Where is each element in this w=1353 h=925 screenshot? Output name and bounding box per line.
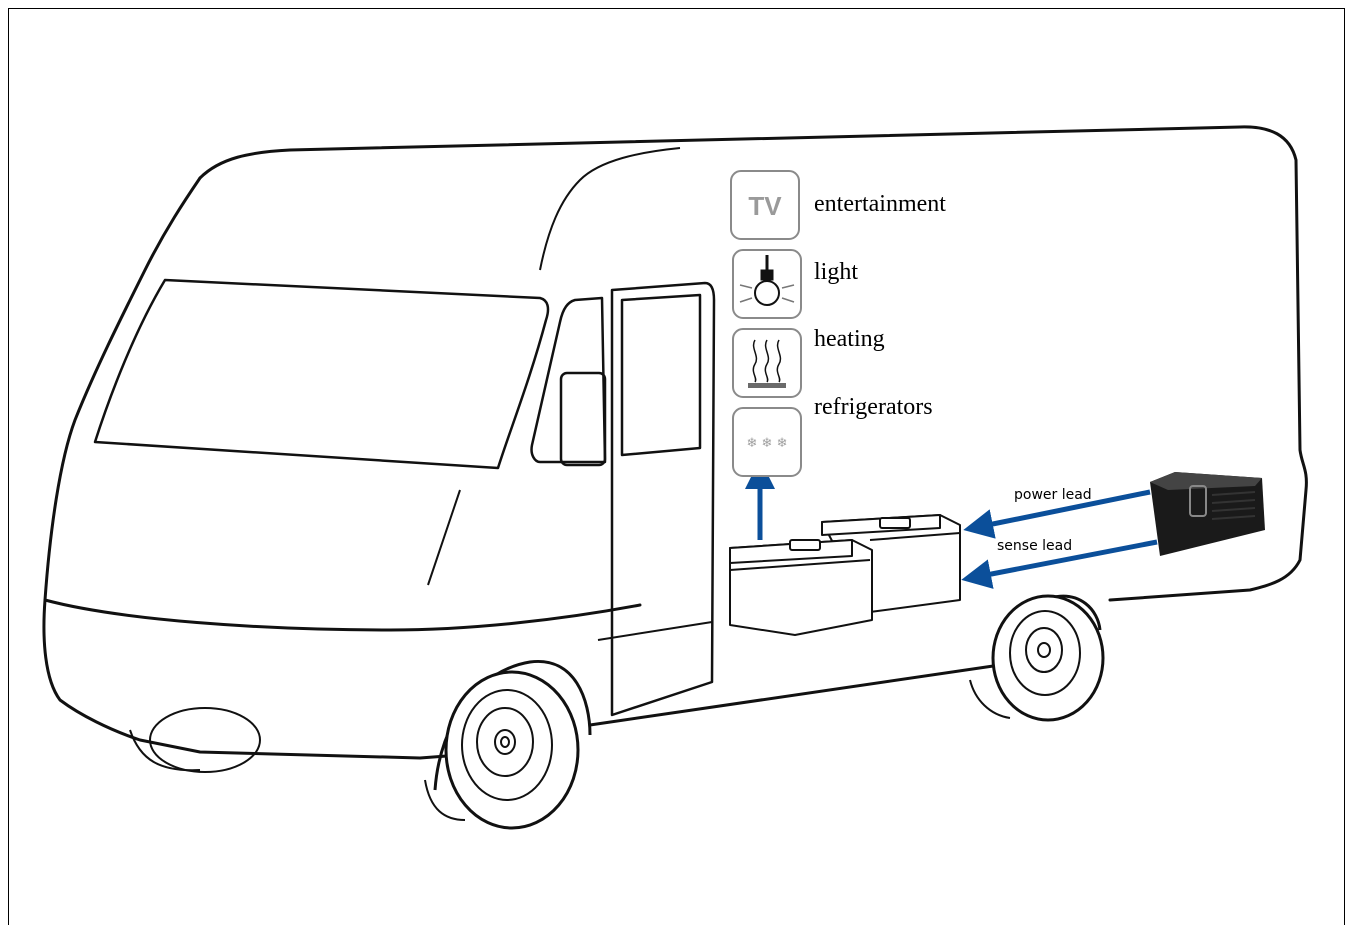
light-bulb-icon — [733, 250, 801, 318]
label-power-lead: power lead — [1014, 488, 1092, 502]
label-entertainment: entertainment — [814, 192, 946, 216]
label-heating: heating — [814, 327, 885, 351]
rear-wheel — [970, 596, 1103, 720]
battery-charger — [1150, 472, 1265, 556]
label-refrigerators: refrigerators — [814, 395, 933, 419]
heating-icon — [733, 329, 801, 397]
van-body — [44, 127, 1306, 758]
body-lines — [428, 148, 712, 640]
battery-bank — [730, 515, 960, 635]
door — [612, 283, 714, 715]
snowflake-icon: ❄ ❄ ❄ — [733, 408, 801, 476]
windscreen — [95, 280, 548, 468]
svg-text:❄ ❄ ❄: ❄ ❄ ❄ — [747, 436, 788, 451]
label-sense-lead: sense lead — [997, 539, 1072, 553]
side-window — [532, 298, 605, 465]
label-light: light — [814, 260, 858, 284]
tv-icon: TV — [731, 171, 799, 239]
tv-icon-text: TV — [748, 191, 782, 221]
front-wheel — [130, 661, 590, 828]
